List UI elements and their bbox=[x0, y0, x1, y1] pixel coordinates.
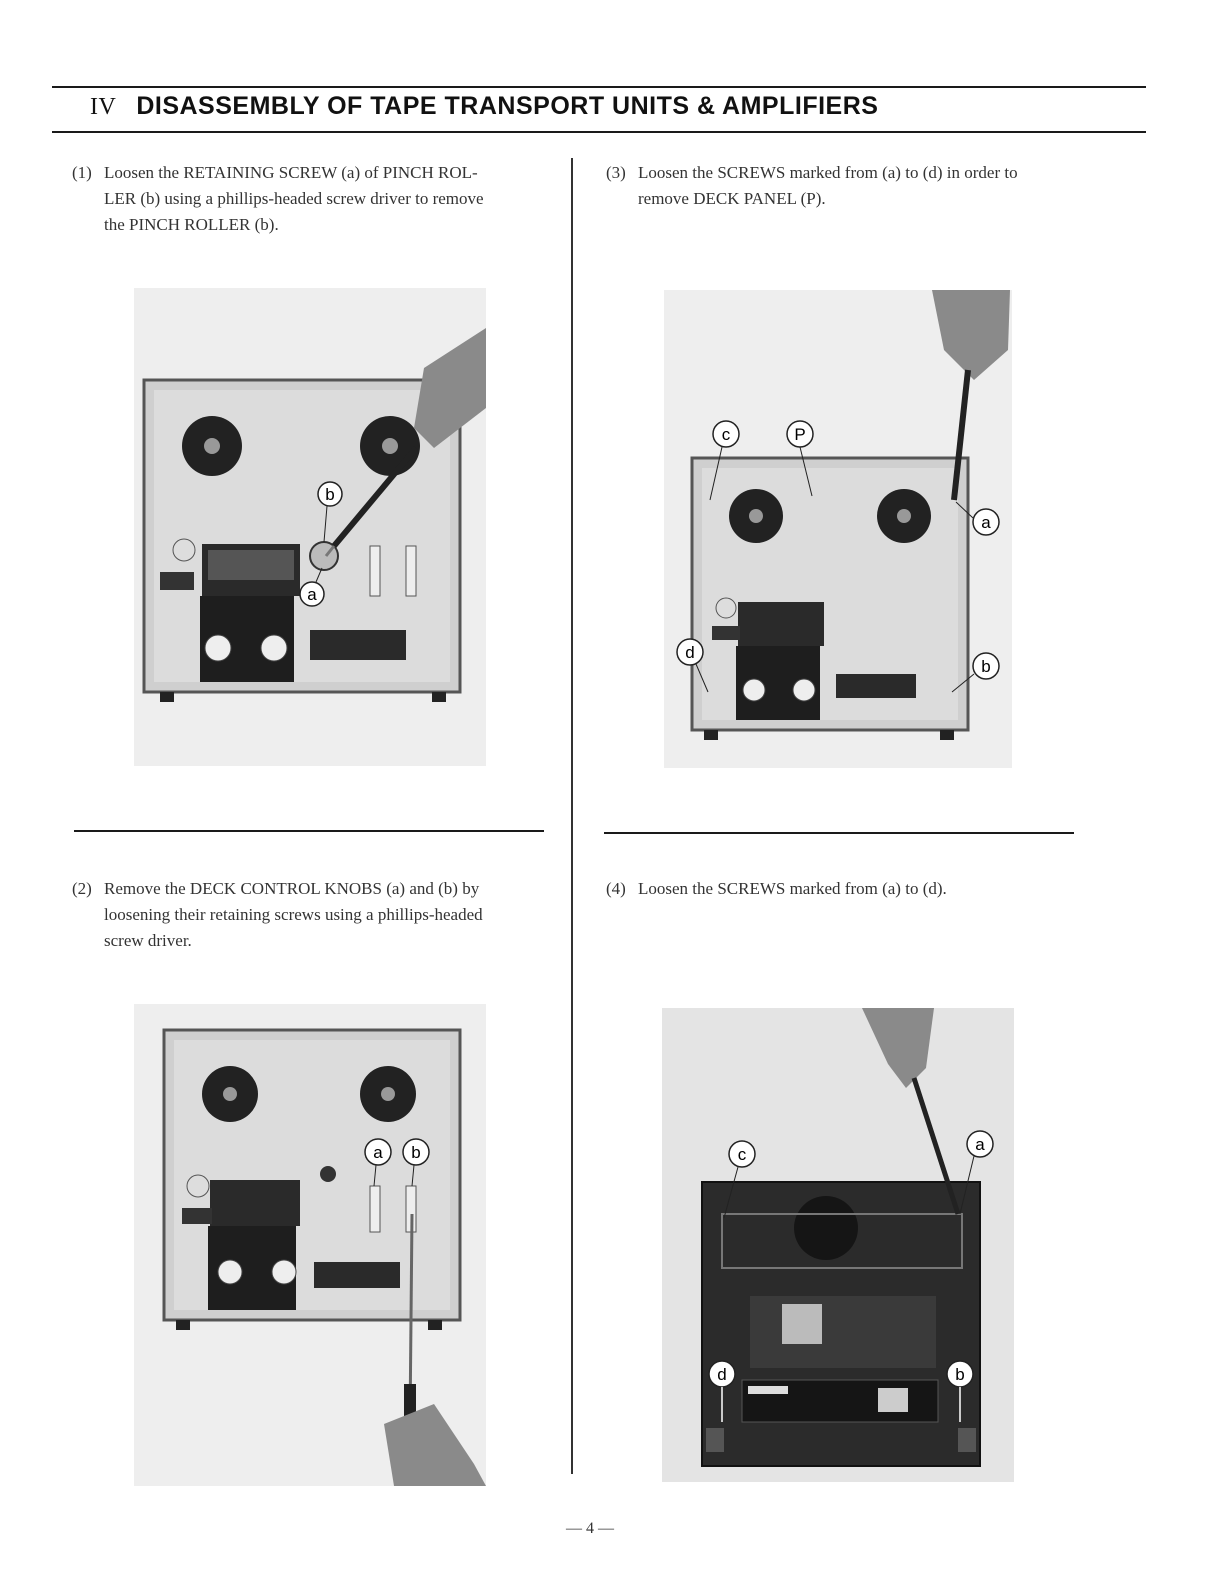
left-column-separator bbox=[74, 830, 544, 832]
photo-3-callout-d: d bbox=[685, 643, 694, 662]
step-1-line-2: LER (b) using a phillips-headed screw dr… bbox=[104, 189, 484, 208]
step-4-number: (4) bbox=[606, 879, 626, 898]
step-2-line-1: Remove the DECK CONTROL KNOBS (a) and (b… bbox=[104, 879, 480, 898]
section-title: IV DISASSEMBLY OF TAPE TRANSPORT UNITS & … bbox=[90, 92, 878, 121]
photo-amplifier-rear-screws: c a d b bbox=[662, 1008, 1014, 1482]
photo-2-illustration: a b bbox=[134, 1004, 486, 1486]
photo-4-callout-a: a bbox=[975, 1135, 985, 1154]
section-heading: DISASSEMBLY OF TAPE TRANSPORT UNITS & AM… bbox=[136, 92, 879, 120]
photo-2-callout-b: b bbox=[411, 1143, 420, 1162]
photo-pinch-roller-removal: b a bbox=[134, 288, 486, 766]
header-top-rule bbox=[52, 86, 1146, 88]
section-number: IV bbox=[90, 94, 117, 120]
photo-3-callout-c: c bbox=[722, 425, 731, 444]
step-1-number: (1) bbox=[72, 163, 92, 182]
step-3-number: (3) bbox=[606, 163, 626, 182]
step-2-line-3: screw driver. bbox=[104, 931, 192, 950]
step-1-line-1: Loosen the RETAINING SCREW (a) of PINCH … bbox=[104, 163, 478, 182]
column-divider bbox=[571, 158, 573, 1474]
header-bottom-rule bbox=[52, 131, 1146, 133]
step-1: (1) Loosen the RETAINING SCREW (a) of PI… bbox=[72, 160, 562, 240]
step-2-line-2: loosening their retaining screws using a… bbox=[104, 905, 483, 924]
photo-1-callout-b: b bbox=[325, 485, 334, 504]
photo-4-callout-b: b bbox=[955, 1365, 964, 1384]
photo-control-knobs-removal: a b bbox=[134, 1004, 486, 1486]
step-4: (4) Loosen the SCREWS marked from (a) to… bbox=[606, 876, 1106, 904]
photo-3-callout-a: a bbox=[981, 513, 991, 532]
photo-2-callout-a: a bbox=[373, 1143, 383, 1162]
step-3-line-2: remove DECK PANEL (P). bbox=[638, 189, 826, 208]
step-4-line-1: Loosen the SCREWS marked from (a) to (d)… bbox=[638, 879, 947, 898]
right-column-separator bbox=[604, 832, 1074, 834]
photo-4-callout-d: d bbox=[717, 1365, 726, 1384]
photo-1-callout-a: a bbox=[307, 585, 317, 604]
photo-3-callout-b: b bbox=[981, 657, 990, 676]
photo-1-illustration: b a bbox=[134, 288, 486, 766]
photo-4-callout-c: c bbox=[738, 1145, 747, 1164]
photo-4-illustration: c a d b bbox=[662, 1008, 1014, 1482]
photo-3-callout-p: P bbox=[794, 425, 805, 444]
step-3: (3) Loosen the SCREWS marked from (a) to… bbox=[606, 160, 1106, 214]
step-3-line-1: Loosen the SCREWS marked from (a) to (d)… bbox=[638, 163, 1018, 182]
photo-3-illustration: c P a d b bbox=[664, 290, 1012, 768]
photo-deck-panel-removal: c P a d b bbox=[664, 290, 1012, 768]
step-1-line-3: the PINCH ROLLER (b). bbox=[104, 215, 279, 234]
page-number: — 4 — bbox=[566, 1520, 614, 1537]
step-2: (2) Remove the DECK CONTROL KNOBS (a) an… bbox=[72, 876, 562, 956]
step-2-number: (2) bbox=[72, 879, 92, 898]
